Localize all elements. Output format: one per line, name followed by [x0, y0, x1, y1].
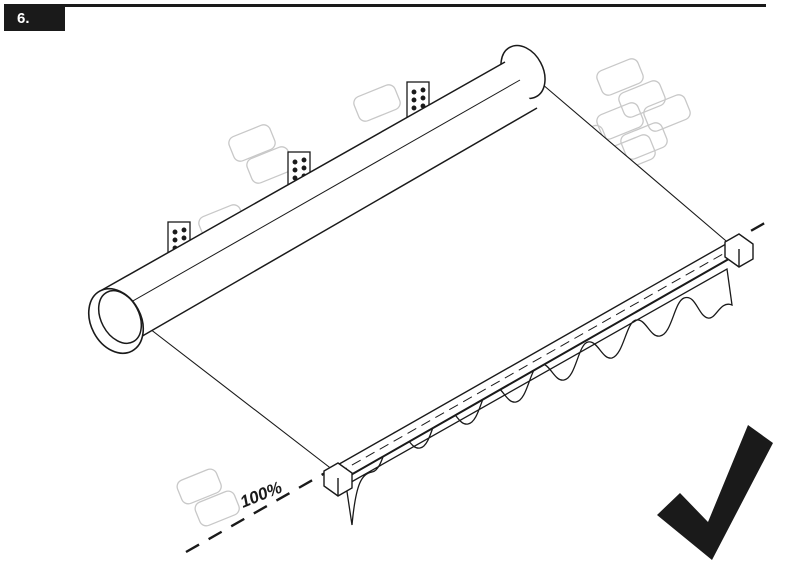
step-number-badge: 6.	[4, 7, 65, 31]
checkmark-icon	[657, 425, 773, 560]
roller-tube	[87, 44, 546, 355]
wall-bricks	[176, 58, 691, 527]
extension-label: 100%	[237, 478, 284, 512]
header-rule	[4, 4, 766, 7]
front-bar-end-caps	[323, 233, 754, 497]
